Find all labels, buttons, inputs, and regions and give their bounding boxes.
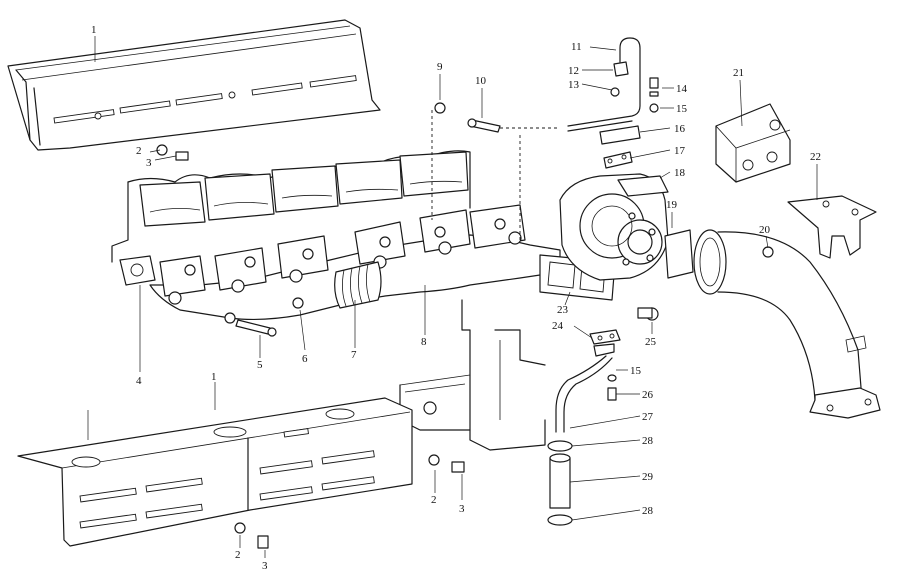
callout-17: 17 <box>674 145 686 157</box>
callout-1-lower: 1 <box>211 371 217 383</box>
engine-block <box>111 150 546 451</box>
callout-24: 24 <box>552 320 564 332</box>
oil-drain-pipe <box>547 329 621 526</box>
bracket-22 <box>787 195 877 259</box>
callout-5: 5 <box>257 359 263 371</box>
callout-25: 25 <box>645 336 657 348</box>
callout-3-mid: 3 <box>459 503 465 515</box>
callout-3-lower: 3 <box>262 560 268 572</box>
callout-3-upper: 3 <box>146 157 152 169</box>
callout-7: 7 <box>351 349 357 361</box>
callout-11: 11 <box>571 41 582 53</box>
callout-2-upper: 2 <box>136 145 142 157</box>
assembly-lines <box>431 110 560 240</box>
callout-9: 9 <box>437 61 443 73</box>
callout-12: 12 <box>568 65 579 77</box>
leader-lines <box>87 36 818 558</box>
callout-28-lower: 28 <box>642 505 654 517</box>
exhaust-manifold <box>119 204 616 337</box>
callout-8: 8 <box>421 336 427 348</box>
callout-29: 29 <box>642 471 654 483</box>
callout-18: 18 <box>674 167 686 179</box>
turbocharger <box>559 173 694 281</box>
callout-1-upper: 1 <box>91 24 97 36</box>
oil-feed-pipe <box>567 37 659 169</box>
callout-20: 20 <box>759 224 771 236</box>
heat-shield-upper <box>7 19 381 151</box>
bracket-21 <box>715 103 791 183</box>
callout-14: 14 <box>676 83 688 95</box>
callout-23: 23 <box>557 304 569 316</box>
fasteners <box>156 102 659 549</box>
callout-6: 6 <box>302 353 308 365</box>
callout-13: 13 <box>568 79 580 91</box>
callout-19: 19 <box>666 199 678 211</box>
heat-shield-lower <box>17 397 413 547</box>
callout-15-lower: 15 <box>630 365 642 377</box>
callout-21: 21 <box>733 67 744 79</box>
callout-2-lower: 2 <box>235 549 241 561</box>
callout-22: 22 <box>810 151 821 163</box>
callout-labels: 1 1 2 3 2 3 2 3 4 5 6 7 8 9 10 11 12 13 … <box>91 24 821 572</box>
callout-27: 27 <box>642 411 654 423</box>
callout-15-upper: 15 <box>676 103 688 115</box>
callout-10: 10 <box>475 75 487 87</box>
callout-2-mid: 2 <box>431 494 437 506</box>
callout-16: 16 <box>674 123 686 135</box>
callout-26: 26 <box>642 389 654 401</box>
exhaust-elbow-pipe <box>693 229 881 419</box>
callout-4: 4 <box>136 375 142 387</box>
callout-28-upper: 28 <box>642 435 654 447</box>
